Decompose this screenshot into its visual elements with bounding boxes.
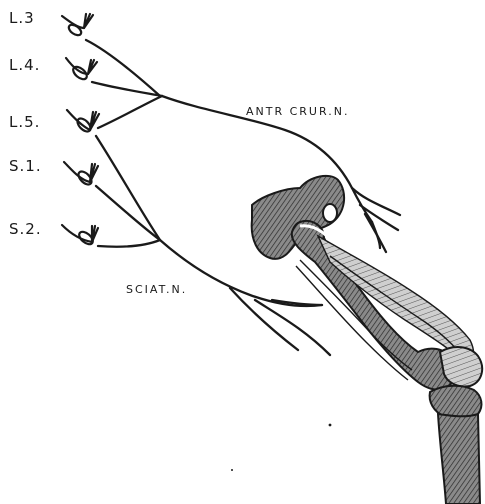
speck — [231, 469, 233, 471]
anterior-crural-nerve — [86, 40, 400, 252]
tibia — [438, 414, 480, 504]
label-l3: L.3 — [9, 11, 35, 26]
label-sciatic-nerve: SCIAT.N. — [126, 284, 187, 295]
root-l3 — [62, 14, 93, 37]
label-l5: L.5. — [9, 115, 40, 130]
root-s1 — [64, 162, 98, 187]
label-l4: L.4. — [9, 58, 40, 73]
speck — [329, 424, 332, 427]
label-anterior-crural-nerve: ANTR CRUR.N. — [246, 106, 349, 117]
label-s2: S.2. — [9, 222, 42, 237]
root-s2 — [62, 225, 98, 247]
label-s1: S.1. — [9, 159, 42, 174]
root-l4 — [66, 58, 97, 82]
root-l5 — [67, 110, 99, 134]
